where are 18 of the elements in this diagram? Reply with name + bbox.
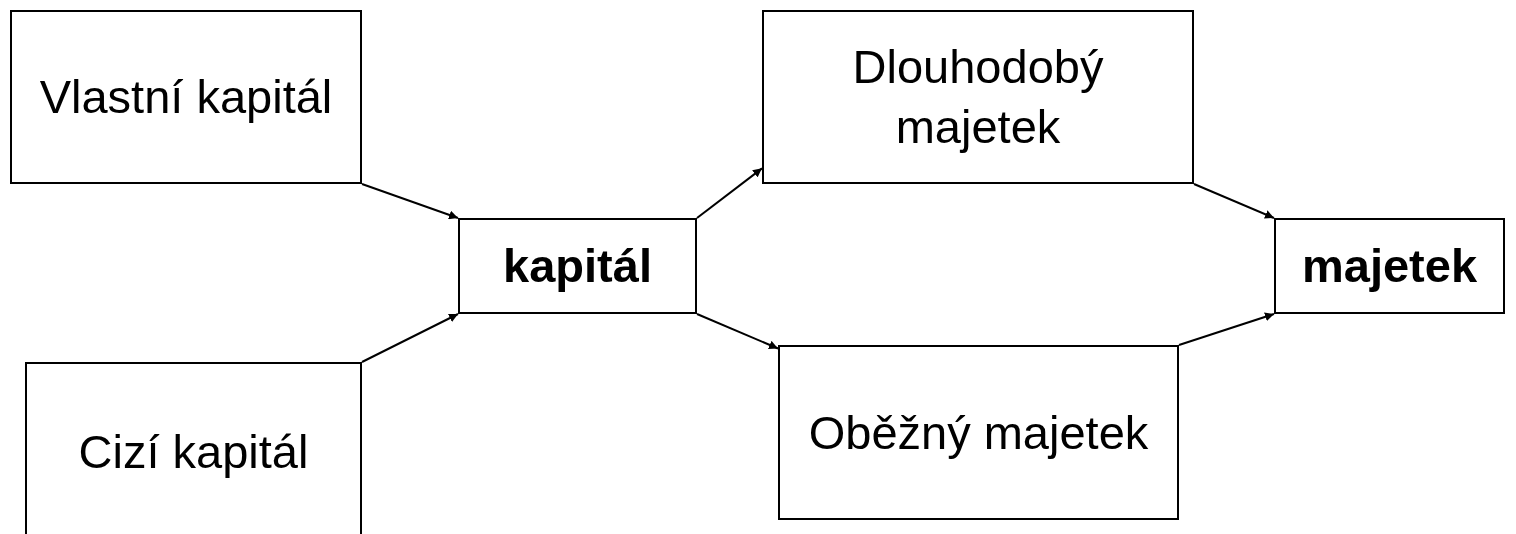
process-box [458,218,697,314]
box-label: kapitál [503,238,652,294]
arrow [696,313,779,350]
arrow [361,183,459,220]
process-box [25,362,362,534]
process-box [762,10,1194,184]
box-label: Vlastní kapitál [39,69,333,125]
process-box [10,10,362,184]
arrow [1178,312,1275,346]
arrow [361,313,459,363]
box-label: Cizí kapitál [78,424,309,480]
box-label: Dlouhodobý majetek [851,39,1105,155]
box-label: majetek [1301,238,1478,294]
arrow [1193,183,1275,219]
box-label: Oběžný majetek [808,404,1149,461]
process-box [1274,218,1505,314]
arrow [696,167,763,219]
process-box [778,345,1179,520]
